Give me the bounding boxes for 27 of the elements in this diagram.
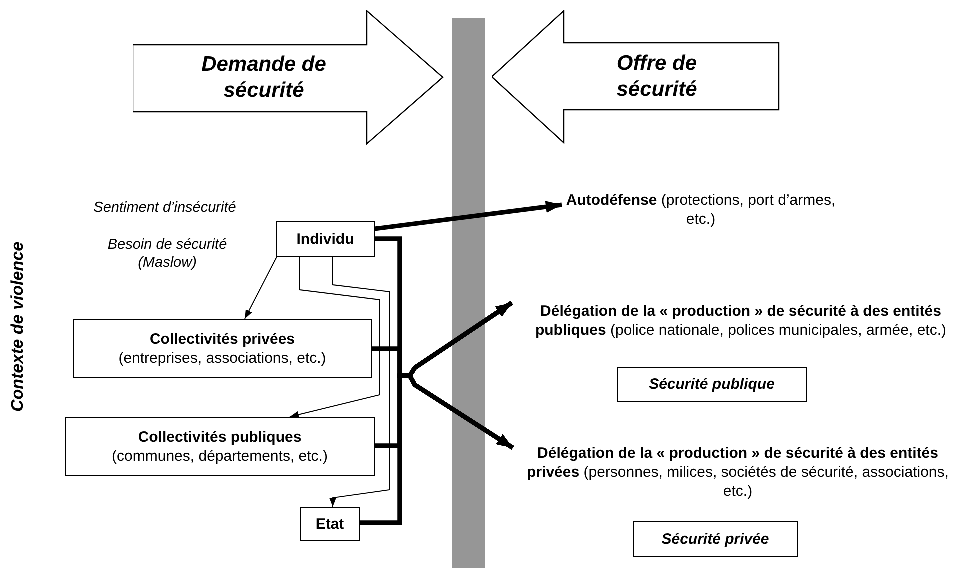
actor-box bbox=[276, 221, 375, 257]
option-text: Autodéfense (protections, port d’armes, etc.) bbox=[565, 191, 837, 229]
box-title: Collectivités privées bbox=[150, 330, 296, 348]
box-subtitle: (communes, départements, etc.) bbox=[112, 446, 328, 466]
arrow bbox=[244, 256, 278, 320]
box-title: Sécurité privée bbox=[662, 530, 770, 548]
box-title: Sécurité publique bbox=[649, 375, 775, 394]
arrow-text: Offre de sécurité bbox=[616, 51, 698, 103]
category-box bbox=[633, 521, 798, 557]
box-subtitle: (entreprises, associations, etc.) bbox=[118, 348, 326, 368]
box-title: Individu bbox=[296, 230, 354, 248]
italic-note: Sentiment d’insécurité bbox=[92, 199, 238, 217]
actor-box bbox=[300, 507, 360, 541]
box-title: Etat bbox=[316, 514, 344, 534]
arrow bbox=[290, 256, 380, 418]
side-label: Contexte de violence bbox=[9, 240, 27, 414]
italic-note: Besoin de sécurité (Maslow) bbox=[106, 236, 228, 272]
box-title: Collectivités publiques bbox=[138, 428, 302, 446]
actor-box bbox=[65, 417, 375, 476]
arrow bbox=[360, 374, 514, 526]
actor-box bbox=[73, 319, 372, 378]
option-text: Délégation de la « production » de sécurité à des entités publiques (police nationale, polices municipales, armée, etc.) bbox=[534, 302, 948, 340]
option-text: Délégation de la « production » de sécurité à des entités privées (personnes, milices, sociétés de sécurité, associations, etc.) bbox=[526, 444, 950, 500]
arrow-text: Demande de sécurité bbox=[200, 52, 328, 104]
category-box bbox=[617, 367, 807, 402]
arrow bbox=[374, 201, 562, 232]
arrow bbox=[330, 256, 390, 508]
